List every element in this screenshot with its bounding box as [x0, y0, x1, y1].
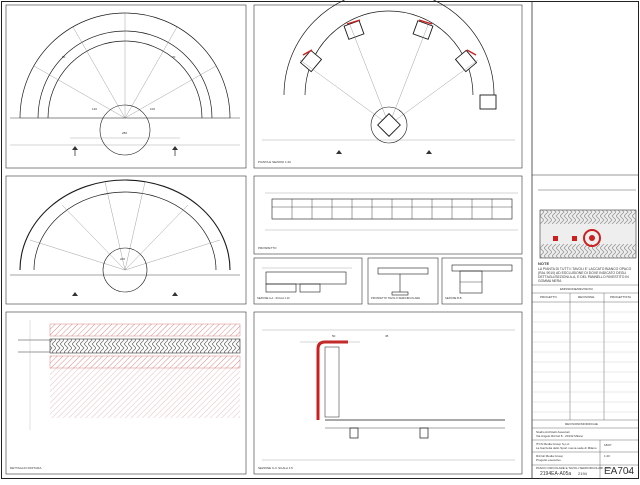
- sheet-ref: 2194EA-A05a: [540, 471, 572, 477]
- note-line: DETTAGLI/SEZIONI A-A, E DEL PANNELLO RIV…: [538, 275, 629, 279]
- rev-col-header: PROGETTISTA: [610, 295, 631, 299]
- revision-table-header: EMISSIONE/REVISIONI: [560, 287, 593, 291]
- revision-number: 2194: [578, 471, 587, 476]
- note-line: LA PIANTA DI TUTTI I TAVOLI E' LACCATO B…: [538, 267, 632, 271]
- view-caption: SEZIONE C-C SCALA 1:5: [258, 466, 293, 470]
- date-label: 18/07: [604, 443, 612, 447]
- dim-label: 50: [332, 334, 336, 338]
- scale-label: 1:20: [604, 454, 610, 458]
- note-line: (RAL 9010) AD ESCLUSIONE DI DOVE INDICAT…: [538, 271, 627, 275]
- revisions-title: REVISIONI/MODIFICHE: [565, 422, 598, 426]
- dim-label: 100: [150, 107, 156, 111]
- company-name: ITCS Media Group S.p.A.: [536, 442, 571, 446]
- rev-col-header: REVISIONE: [578, 295, 595, 299]
- notes-heading: NOTE: [538, 261, 550, 266]
- sheet-number: 01: [627, 469, 632, 474]
- dim-label: 45: [385, 334, 389, 338]
- drawing-code: EA704: [604, 466, 635, 477]
- designer-address: Via Angelo Rizzoli 8 - 20132 Milano: [536, 434, 584, 438]
- rev-col-header: PROGETTO: [540, 295, 557, 299]
- dim-label: 280: [122, 131, 128, 135]
- project-name: La Gazzetta dello Sport nuova sede di Mi…: [536, 446, 597, 450]
- designer-name: Studio Architetti Associati: [536, 430, 570, 434]
- phase-label: Progetto esecutivo: [536, 458, 561, 462]
- view-caption: SEZIONE A-A - SCALA 1:10: [257, 297, 290, 300]
- view-caption: SEZIONE B-B: [445, 297, 462, 300]
- dim-label: 90: [62, 55, 66, 59]
- dim-label: 70: [172, 55, 176, 59]
- dim-label: 200: [120, 257, 126, 261]
- dim-label: 120: [92, 107, 98, 111]
- view-caption: PROSPETTO: [258, 246, 277, 250]
- view-caption: PROSPETTO TAVOLO SEMICIRCOLARE: [371, 297, 420, 300]
- view-caption: PIANTA E SEZIONI 1:20: [258, 160, 291, 164]
- note-line: GOMMA NERA: [538, 279, 562, 283]
- drawing-title: PANCO CIRCOLARE E TAVOLI SEMICIRCOLARI -…: [536, 466, 612, 470]
- client-label: Rizzoli Media Group: [536, 454, 564, 458]
- view-caption: DETTAGLIO FINITURA: [10, 466, 42, 470]
